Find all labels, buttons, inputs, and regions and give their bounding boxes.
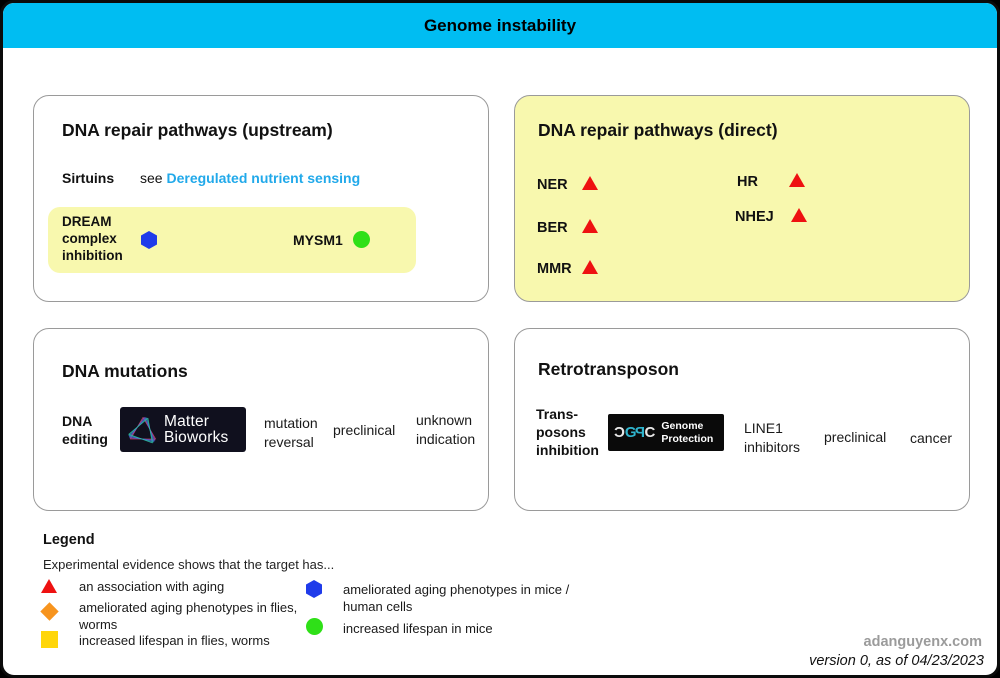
version-note: version 0, as of 04/23/2023 <box>809 653 984 669</box>
panel-dna-repair-direct: DNA repair pathways (direct) NER BER MMR… <box>514 95 970 302</box>
deregulated-nutrient-sensing-link[interactable]: Deregulated nutrient sensing <box>166 170 361 186</box>
panel-title-mutations: DNA mutations <box>62 361 188 381</box>
sirtuins-label: Sirtuins <box>62 170 115 186</box>
legend-item-label: increased lifespan in flies, worms <box>79 633 270 648</box>
dna-editing-label: DNA editing <box>62 413 108 448</box>
matter-bioworks-logo[interactable]: Matter Bioworks <box>120 407 246 452</box>
hr-label: HR <box>737 174 758 190</box>
genome-protection-logo-text: Genome Protection <box>661 420 714 445</box>
blue-hexagon-icon <box>141 231 157 249</box>
legend-item-label: an association with aging <box>79 579 225 594</box>
red-triangle-icon <box>791 208 807 222</box>
red-triangle-icon <box>582 176 598 190</box>
mutation-indication-label: unknown indication <box>416 412 476 447</box>
legend-title: Legend <box>43 532 95 548</box>
legend-item-label: ameliorated aging phenotypes in flies, w… <box>79 600 298 632</box>
page-title: Genome instability <box>423 15 577 35</box>
mmr-label: MMR <box>537 261 572 277</box>
panel-title-upstream: DNA repair pathways (upstream) <box>62 120 333 140</box>
mysm1-label: MYSM1 <box>293 232 343 248</box>
ber-label: BER <box>537 220 568 236</box>
matter-bioworks-logo-text: Matter Bioworks <box>164 412 229 446</box>
mutation-stage-label: preclinical <box>333 422 396 438</box>
red-triangle-icon <box>582 219 598 233</box>
red-triangle-icon <box>41 579 57 593</box>
panel-title-retrotransposon: Retrotransposon <box>538 359 679 379</box>
retro-approach-label: LINE1 inhibitors <box>744 420 801 455</box>
legend-subtitle: Experimental evidence shows that the tar… <box>43 557 335 572</box>
red-triangle-icon <box>582 260 598 274</box>
green-circle-icon <box>306 618 323 635</box>
header-bar: Genome instability <box>3 3 997 48</box>
sirtuins-see-row: see Deregulated nutrient sensing <box>140 170 360 186</box>
blue-hexagon-icon <box>306 580 322 598</box>
site-link[interactable]: adanguyenx.com <box>863 634 982 650</box>
panel-title-direct: DNA repair pathways (direct) <box>538 120 778 140</box>
genome-protection-logo-mark: CGPC <box>615 424 655 441</box>
panel-dna-mutations: DNA mutations DNA editing Matter Biowork… <box>33 328 489 511</box>
see-text: see <box>140 170 163 186</box>
legend-item-label: increased lifespan in mice <box>343 621 493 636</box>
legend-item-label: ameliorated aging phenotypes in mice / h… <box>343 582 570 614</box>
ner-label: NER <box>537 177 568 193</box>
mutation-approach-label: mutation reversal <box>264 415 318 450</box>
yellow-square-icon <box>41 631 58 648</box>
matter-bioworks-logo-mark <box>128 416 157 443</box>
retro-stage-label: preclinical <box>824 429 887 445</box>
upstream-highlight-box: DREAM complex inhibition MYSM1 <box>48 207 416 273</box>
nhej-label: NHEJ <box>735 209 774 225</box>
panel-dna-repair-upstream: DNA repair pathways (upstream) Sirtuins … <box>33 95 489 302</box>
red-triangle-icon <box>789 173 805 187</box>
orange-diamond-icon <box>40 602 59 621</box>
transposons-inhibition-label: Trans-posons inhibition <box>536 406 599 459</box>
genome-protection-logo[interactable]: CGPC Genome Protection <box>608 414 724 451</box>
panel-retrotransposon: Retrotransposon Trans-posons inhibition … <box>514 328 970 511</box>
dream-complex-inhibition-label: DREAM complex inhibition <box>62 214 123 263</box>
green-circle-icon <box>353 231 370 248</box>
retro-indication-label: cancer <box>910 430 953 446</box>
